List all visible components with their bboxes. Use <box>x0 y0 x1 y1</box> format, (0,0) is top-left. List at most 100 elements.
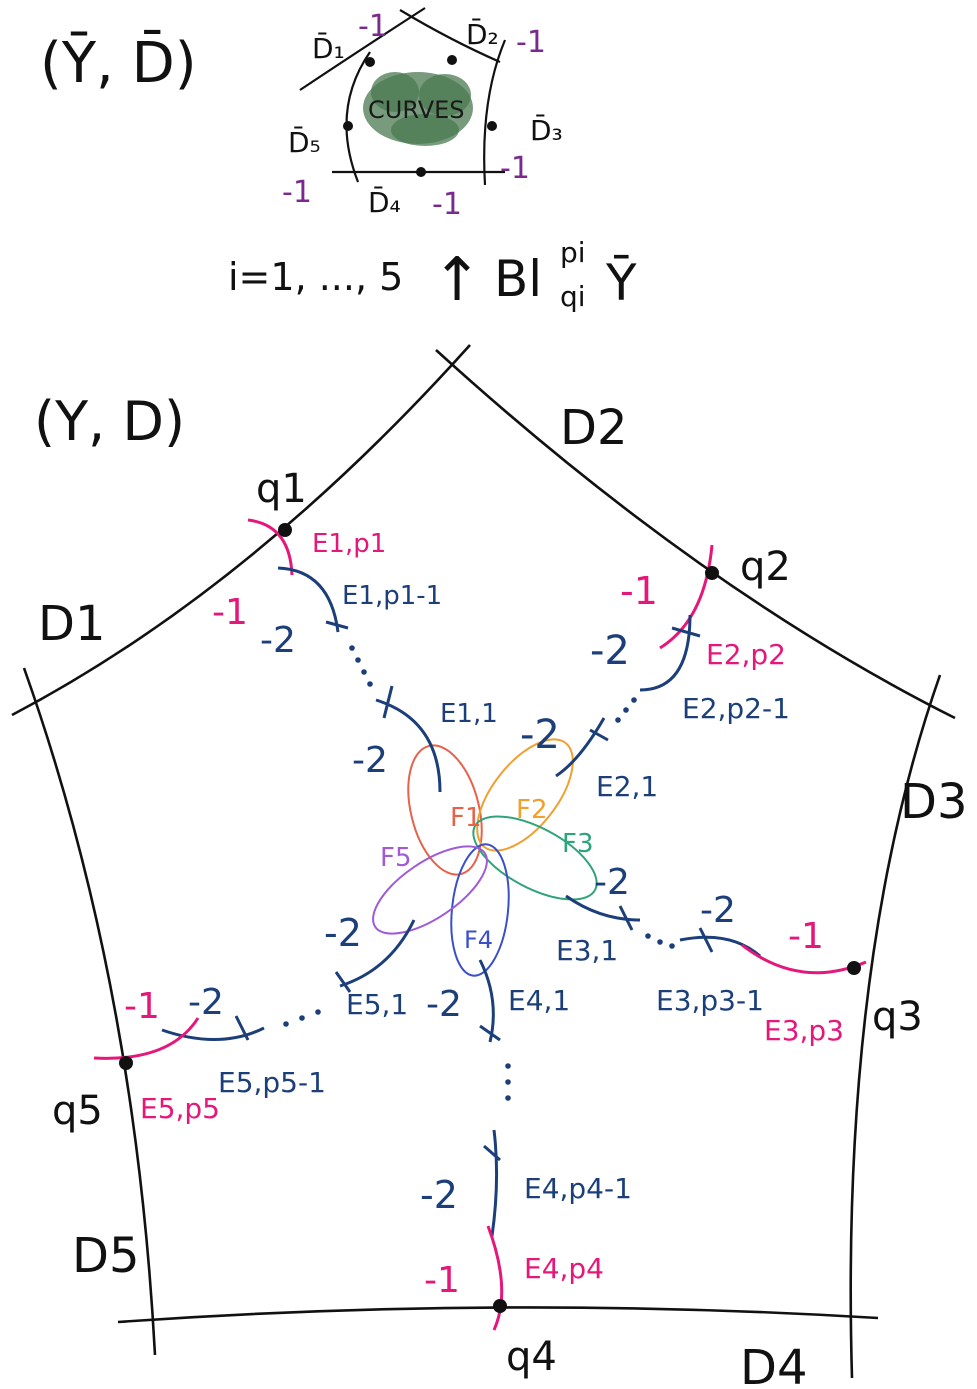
side-label-d5: D5 <box>72 1228 140 1284</box>
top-label-d2: D̄₂ <box>466 17 499 51</box>
selfint-e4-1: -2 <box>426 984 462 1025</box>
side-label-d1: D1 <box>38 596 106 652</box>
selfint-e2-1: -2 <box>520 712 560 758</box>
top-selfint-d5: -1 <box>282 175 312 210</box>
top-selfint-d3: -1 <box>500 151 530 186</box>
selfint-e1-p1: -1 <box>212 592 248 633</box>
curve-e1-1 <box>375 698 442 793</box>
side-d2 <box>435 349 956 720</box>
top-side-d3 <box>483 39 507 186</box>
point-label-q4: q4 <box>506 1334 557 1380</box>
chain-5: q5 E5,p5 E5,p5-1 E5,1 -1 -2 -2 <box>52 911 416 1134</box>
top-selfint-d1: -1 <box>358 9 388 44</box>
chain-2: q2 E2,p2 E2,p2-1 E2,1 -1 -2 -2 <box>520 544 791 803</box>
top-side-d2 <box>399 9 501 64</box>
curve-e2-p2-1 <box>639 614 692 692</box>
top-point-d5 <box>343 121 353 131</box>
side-d5 <box>22 667 157 1356</box>
curve-e4-p4 <box>486 1225 504 1331</box>
curve-e5-p5-1 <box>161 1026 265 1042</box>
top-label-d4: D̄₄ <box>368 185 401 219</box>
top-point-d2 <box>447 55 457 65</box>
side-d3 <box>849 674 942 1379</box>
map-sup-label: pi <box>560 236 586 269</box>
label-e2-1: E2,1 <box>596 770 658 803</box>
selfint-e3-p3-1: -2 <box>700 890 736 931</box>
point-q2 <box>705 566 719 580</box>
point-label-q2: q2 <box>740 544 791 590</box>
map-sub-label: qi <box>560 280 586 313</box>
map-index-label: i=1, ..., 5 <box>228 255 403 299</box>
label-e3-1: E3,1 <box>556 934 618 967</box>
point-q4 <box>493 1299 507 1313</box>
curve-e3-p3-1 <box>679 935 761 958</box>
top-selfint-d2: -1 <box>516 25 546 60</box>
top-diagram: (Ȳ, D̄) CURVES D̄₁ D̄₂ D̄₃ D̄₄ D̄₅ -1 -1… <box>40 7 637 315</box>
fibers: F1 F2 F3 F4 F5 <box>372 738 598 977</box>
label-e1-p1: E1,p1 <box>312 529 386 559</box>
point-q1 <box>278 523 292 537</box>
point-label-q1: q1 <box>256 466 307 512</box>
map-bl-label: Bl <box>494 250 542 308</box>
fiber-label-f3: F3 <box>562 829 594 859</box>
side-label-d4: D4 <box>740 1340 808 1389</box>
selfint-e5-1: -2 <box>324 911 362 955</box>
point-q5 <box>119 1056 133 1070</box>
label-e3-p3-1: E3,p3-1 <box>656 984 764 1017</box>
chain-4: q4 E4,p4 E4,p4-1 E4,1 -1 -2 -2 <box>420 959 632 1380</box>
fiber-label-f1: F1 <box>450 803 482 833</box>
label-e4-p4: E4,p4 <box>524 1252 604 1285</box>
curve-e1-p1-1 <box>277 566 340 633</box>
fiber-label-f2: F2 <box>516 795 548 825</box>
chain-1: q1 E1,p1 E1,p1-1 E1,1 -1 -2 -2 <box>212 466 498 793</box>
top-side-d1 <box>299 7 426 91</box>
selfint-e4-p4-1: -2 <box>420 1173 458 1217</box>
label-e5-p5: E5,p5 <box>140 1092 220 1125</box>
fiber-f5 <box>372 845 488 935</box>
top-label-d5: D̄₅ <box>288 125 321 159</box>
curve-e5-1 <box>339 919 416 988</box>
top-point-d3 <box>487 121 497 131</box>
fiber-label-f4: F4 <box>464 926 493 954</box>
selfint-e3-1: -2 <box>594 862 630 903</box>
map-arrow-icon: ↑ <box>432 245 482 315</box>
curve-e1-p1 <box>247 518 294 576</box>
top-point-d4 <box>416 167 426 177</box>
selfint-e1-p1-1: -2 <box>260 620 296 661</box>
curve-e2-1 <box>555 717 606 778</box>
label-e4-p4-1: E4,p4-1 <box>524 1172 632 1205</box>
label-e1-p1-1: E1,p1-1 <box>342 581 442 611</box>
label-e5-p5-1: E5,p5-1 <box>218 1066 326 1099</box>
selfint-e2-p2-1: -2 <box>590 628 630 674</box>
label-e2-p2-1: E2,p2-1 <box>682 692 790 725</box>
top-point-d1 <box>365 57 375 67</box>
point-q3 <box>847 961 861 975</box>
label-e2-p2: E2,p2 <box>706 638 786 671</box>
side-label-d2: D2 <box>560 400 628 456</box>
chain-3: q3 E3,p3 E3,p3-1 E3,1 -1 -2 -2 <box>556 862 923 1047</box>
top-label-d1: D̄₁ <box>312 31 345 65</box>
selfint-e4-p4: -1 <box>424 1260 460 1301</box>
fiber-f1 <box>407 744 483 876</box>
top-side-d5 <box>345 51 371 183</box>
main-pair-label: (Y, D) <box>34 390 185 453</box>
top-label-d3: D̄₃ <box>530 113 563 147</box>
point-label-q3: q3 <box>872 994 923 1040</box>
curve-e2-p2 <box>659 544 714 650</box>
curve-e4-p4-1 <box>490 1129 499 1237</box>
selfint-e5-p5: -1 <box>124 986 160 1027</box>
top-pair-label: (Ȳ, D̄) <box>40 31 197 96</box>
main-diagram: (Y, D) D1 D2 D3 D4 D5 F1 F2 F3 F4 F5 <box>11 344 968 1389</box>
label-e3-p3: E3,p3 <box>764 1014 844 1047</box>
map-y-label: Ȳ <box>605 254 637 312</box>
side-label-d3: D3 <box>900 774 968 830</box>
point-label-q5: q5 <box>52 1088 103 1134</box>
selfint-e2-p2: -1 <box>620 569 658 613</box>
curve-e5-p5 <box>93 1017 200 1060</box>
selfint-e1-1: -2 <box>352 740 388 781</box>
selfint-e5-p5-1: -2 <box>188 982 224 1023</box>
curves-blob-label: CURVES <box>368 96 465 124</box>
fiber-f4 <box>450 843 510 977</box>
fiber-f2 <box>476 738 574 852</box>
